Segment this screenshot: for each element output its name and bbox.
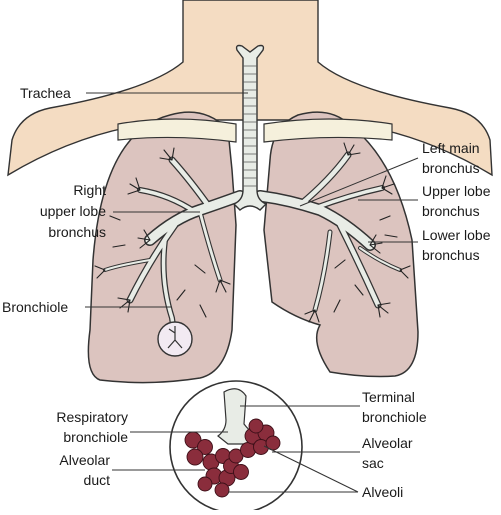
right-collarbone [117, 118, 237, 143]
label-respiratory-bronchiole-1: Respiratory [56, 409, 128, 425]
left-lung [263, 111, 419, 378]
alveoli-inset [169, 380, 303, 514]
label-alveolar-duct-1: Alveolar [59, 452, 110, 468]
trachea [232, 44, 268, 211]
label-right-upper-lobe-bronchus-1: Right [73, 182, 106, 198]
bronchiole-twig [167, 326, 183, 349]
label-left-main-bronchus-2: bronchus [422, 160, 480, 176]
label-terminal-bronchiole-1: Terminal [362, 389, 415, 405]
label-terminal-bronchiole-2: bronchiole [362, 409, 427, 425]
left-collarbone [263, 118, 393, 143]
label-alveolar-duct-2: duct [84, 472, 111, 488]
label-trachea: Trachea [20, 85, 71, 101]
label-right-upper-lobe-bronchus-2: upper lobe [40, 203, 106, 219]
leader-lines [85, 92, 419, 493]
label-right-upper-lobe-bronchus-3: bronchus [48, 224, 106, 240]
label-lower-lobe-bronchus-1: Lower lobe [422, 227, 491, 243]
label-alveoli: Alveoli [362, 484, 403, 500]
bronchial-tree [94, 142, 411, 343]
label-alveolar-sac-1: Alveolar [362, 435, 413, 451]
label-upper-lobe-bronchus-2: bronchus [422, 203, 480, 219]
label-upper-lobe-bronchus-1: Upper lobe [422, 183, 491, 199]
label-alveolar-sac-2: sac [362, 455, 384, 471]
label-lower-lobe-bronchus-2: bronchus [422, 247, 480, 263]
label-respiratory-bronchiole-2: bronchiole [63, 429, 128, 445]
label-left-main-bronchus-1: Left main [422, 140, 480, 156]
label-bronchiole: Bronchiole [2, 299, 68, 315]
